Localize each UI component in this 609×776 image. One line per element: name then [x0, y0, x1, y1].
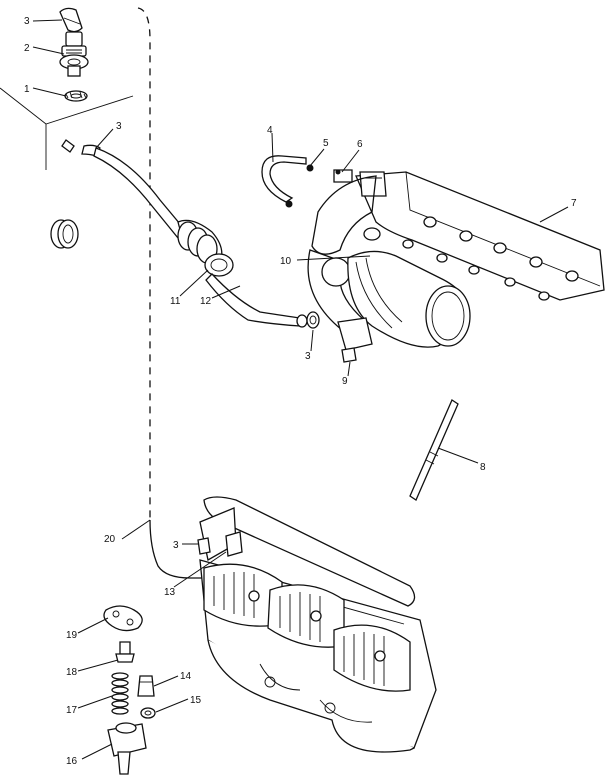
callout-11: 11 — [170, 296, 181, 307]
hose-assembly — [61, 139, 308, 328]
callout-3-block: 3 — [173, 540, 179, 551]
callout-5: 5 — [323, 138, 329, 149]
callout-12: 12 — [200, 296, 212, 307]
callout-9: 9 — [342, 376, 348, 387]
callout-8: 8 — [480, 462, 486, 473]
elbow-fitting-13 — [225, 531, 243, 557]
callout-3-hose: 3 — [116, 121, 122, 132]
washer-15 — [140, 707, 156, 719]
washer-pair — [50, 219, 79, 249]
nipple-fitting — [333, 169, 353, 183]
probe-rod — [409, 399, 459, 501]
callout-17: 17 — [66, 705, 78, 716]
callout-14: 14 — [180, 671, 192, 682]
callout-2: 2 — [24, 43, 30, 54]
callout-1: 1 — [24, 84, 30, 95]
fitting-14 — [137, 675, 155, 697]
manifold-bolts — [402, 216, 579, 301]
callout-4: 4 — [267, 125, 273, 136]
exhaust-elbow — [307, 175, 471, 348]
callout-16: 16 — [66, 756, 78, 767]
exhaust-manifold — [355, 171, 605, 301]
valve-body-16 — [107, 722, 147, 775]
callout-15: 15 — [190, 695, 202, 706]
callout-3-washer: 3 — [305, 351, 311, 362]
cylinder-heads — [203, 563, 411, 692]
callout-20: 20 — [104, 534, 116, 545]
hull-outline — [0, 7, 205, 579]
callout-19: 19 — [66, 630, 78, 641]
fitting-top — [59, 31, 89, 77]
callout-13: 13 — [164, 587, 176, 598]
callout-10: 10 — [280, 256, 292, 267]
lock-washer-top — [64, 90, 88, 102]
drain-fitting — [337, 317, 373, 363]
callout-18: 18 — [66, 667, 78, 678]
callout-6: 6 — [357, 139, 363, 150]
small-hose — [261, 155, 314, 208]
hose-elbow-top — [59, 7, 83, 33]
callout-3-top: 3 — [24, 16, 30, 27]
fitting-18 — [115, 641, 135, 663]
spring-17 — [111, 672, 129, 715]
washer-3c — [306, 311, 320, 329]
cylinder-block — [199, 496, 437, 753]
leader-lines — [32, 19, 569, 760]
small-fitting-3d — [197, 537, 211, 555]
callout-labels: 3 2 1 3 4 5 6 7 10 11 12 3 9 8 20 3 13 1… — [24, 16, 577, 767]
gasket-19 — [103, 605, 143, 632]
callout-7: 7 — [571, 198, 577, 209]
